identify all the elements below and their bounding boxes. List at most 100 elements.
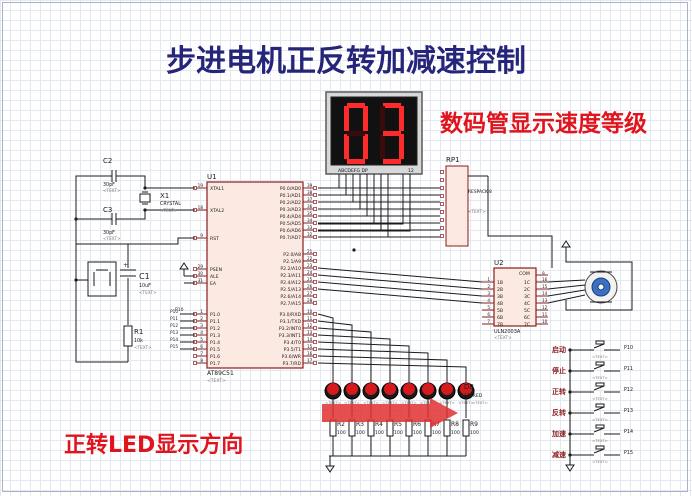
sheet-border: [2, 2, 688, 492]
mcu-pin-label: P2.0/A8: [283, 252, 301, 258]
mcu-pin-number: 9: [200, 233, 203, 238]
mcu-pin-number: 1: [200, 309, 203, 314]
led-lens: [327, 383, 339, 395]
digit2-wire: [318, 174, 411, 232]
c3-value: 30pF: [103, 230, 115, 236]
digit-1-segment: [347, 131, 365, 136]
c-junction: [74, 217, 78, 221]
mcu-pin-label: P2.7/A15: [280, 301, 301, 307]
uln-in-num: 7: [487, 319, 490, 324]
mcu-pin-number: 34: [307, 218, 313, 223]
crystal-body: [139, 193, 151, 203]
mcu-pin-label: P3.7/RD: [283, 361, 302, 367]
resistor-value: 100: [356, 430, 365, 436]
mcu-pin-label: P0.2/AD2: [280, 200, 301, 206]
pin-terminal: [440, 210, 444, 214]
pin-terminal: [193, 354, 197, 358]
uln-in-label: 5B: [497, 308, 503, 314]
pin-terminal: [313, 312, 317, 316]
button-label-2: 正转: [552, 387, 566, 396]
button-net-label: P12: [624, 387, 633, 393]
mcu-pin-label: P3.0/RXD: [280, 312, 302, 318]
resistor-ref: R3: [356, 421, 364, 428]
button-text-tag: <TEXT>: [592, 438, 608, 443]
vcc-symbol: [179, 262, 189, 270]
mcu-pin-label: P3.1/TXD: [280, 319, 302, 325]
pin-terminal: [313, 259, 317, 263]
mcu-pin-label: PSEN: [210, 267, 222, 273]
xtal1-wire: [116, 175, 195, 189]
resistor-ref: R9: [470, 421, 478, 428]
uln-in-num: 5: [487, 305, 490, 310]
digit-1-segment: [344, 106, 349, 131]
resistor-value: 100: [470, 430, 479, 436]
pin-terminal: [440, 234, 444, 238]
pin-terminal: [313, 273, 317, 277]
button-contact: [593, 364, 605, 370]
seven-seg-pin-labels: ABCDEFG DP: [338, 168, 368, 174]
pin-terminal: [440, 218, 444, 222]
uln-out-label: 3C: [524, 294, 530, 300]
p1-net-label-p10: P10: [170, 309, 178, 314]
mcu-pin-label: P0.3/AD3: [280, 207, 301, 213]
mcu-pin-label: P3.4/T0: [284, 340, 301, 346]
button-label-3: 反转: [552, 408, 566, 417]
led-d8-text-tag: <TEXT>: [472, 400, 488, 405]
mcu-pin-number: 35: [307, 211, 313, 216]
resistor-r6: [405, 419, 413, 437]
pin-terminal: [313, 301, 317, 305]
mcu-pin-number: 36: [307, 204, 313, 209]
crystal-text-tag: <TEXT>: [160, 208, 178, 213]
uln-out-num: 11: [542, 312, 548, 317]
mcu-pin-number: 8: [200, 358, 203, 363]
uln-text-tag: <TEXT>: [494, 335, 512, 340]
button-net-label: P14: [624, 429, 633, 435]
c3-text-tag: <TEXT>: [103, 236, 121, 241]
mcu-pin-number: 7: [200, 351, 203, 356]
pin-terminal: [440, 170, 444, 174]
page-title: 步进电机正反转加减速控制: [166, 44, 526, 79]
mcu-pin-number: 5: [200, 337, 203, 342]
mcu-pin-label: P1.2: [210, 326, 220, 332]
digit-2-segment: [399, 106, 404, 131]
c1-text-tag: <TEXT>: [139, 290, 157, 295]
button-label-5: 减速: [552, 450, 566, 459]
reset-wire: [75, 237, 195, 363]
mcu-pin-label: P0.1/AD1: [280, 193, 301, 199]
uln-out-num: 10: [542, 319, 548, 324]
resistor-r2: [329, 419, 337, 437]
button-actuator: [595, 445, 605, 450]
uln-out-label: 4C: [524, 301, 530, 307]
mcu-part: AT89C51: [207, 370, 234, 377]
mcu-pin-label: P0.4/AD4: [280, 214, 301, 220]
p1-net-label-p15: P15: [170, 344, 178, 349]
pin-terminal: [313, 354, 317, 358]
button-net-label: P13: [624, 408, 633, 414]
button-label-4: 加速: [551, 429, 566, 438]
digit-1-segment: [347, 103, 365, 108]
mcu-pin-label: RST: [210, 236, 219, 242]
reset-switch-frame: [87, 261, 117, 297]
uln-com-num: 9: [542, 271, 545, 276]
resistor-r3: [348, 419, 356, 437]
resistor-ref: R4: [375, 421, 383, 428]
mcu-pin-number: 29: [198, 264, 204, 269]
uln-in-label: 7B: [497, 322, 503, 328]
button-actuator: [595, 382, 605, 387]
r1-ref: R1: [134, 328, 143, 336]
mcu-pin-number: 22: [307, 256, 313, 261]
resistor-value: 100: [432, 430, 441, 436]
uln-out-label: 6C: [524, 315, 530, 321]
motor-wire: [565, 247, 633, 311]
led-part: LED-RED: [462, 393, 483, 399]
mcu-pin-number: 32: [307, 232, 313, 237]
pin-terminal: [313, 280, 317, 284]
seven-seg-window: [330, 96, 418, 166]
resistor-value: 100: [375, 430, 384, 436]
ground-symbol: [325, 465, 335, 473]
button-text-tag: <TEXT>: [592, 396, 608, 401]
p1-net-label-p11: P11: [170, 316, 178, 321]
button-label-0: 启动: [552, 345, 566, 354]
p3-led-wire: [317, 341, 410, 383]
